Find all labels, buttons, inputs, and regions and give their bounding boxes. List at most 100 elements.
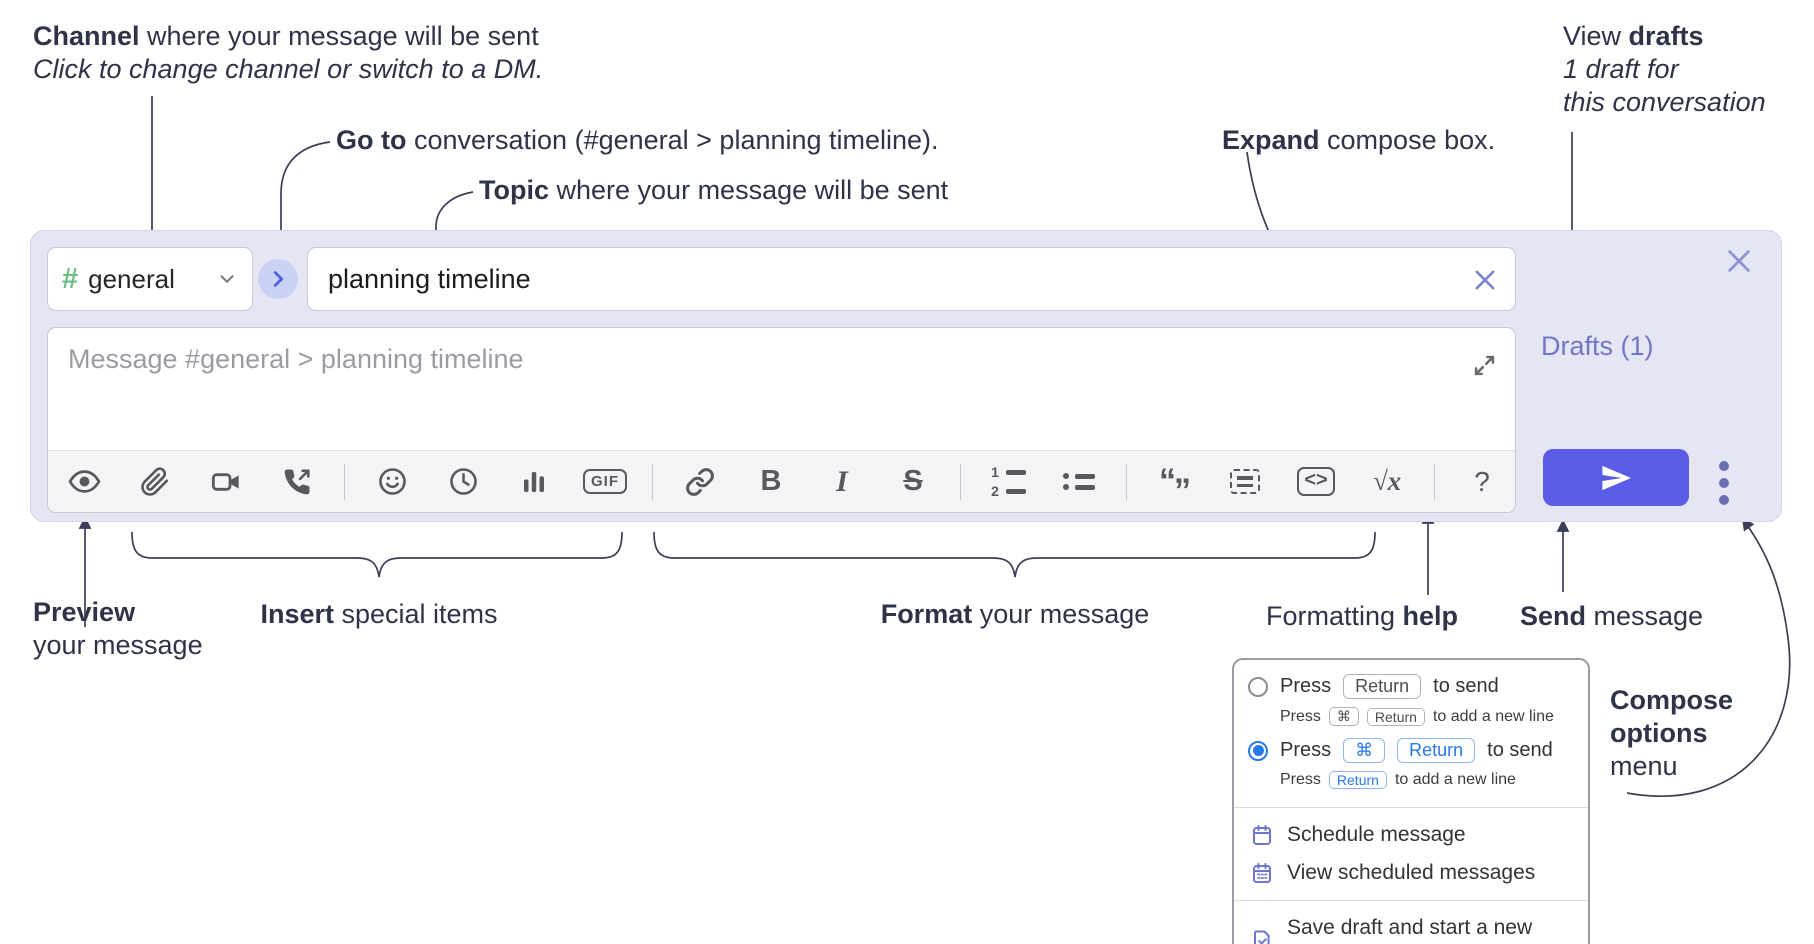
gif-icon: GIF [583,469,627,494]
video-camera-icon [210,466,242,498]
link-button[interactable] [676,459,724,505]
clock-icon [448,466,479,497]
emoji-button[interactable] [368,459,416,505]
attach-file-button[interactable] [131,459,179,505]
menu-divider [1234,807,1588,808]
toolbar-divider [960,463,961,500]
spoiler-icon [1230,469,1260,494]
phone-outgoing-icon [282,467,312,497]
toolbar-divider [652,463,653,500]
preview-annotation: Preview your message [33,597,203,660]
compose-options-menu: Press Return to send Press ⌘ Return to a… [1232,658,1590,944]
return-key: Return [1343,674,1422,699]
message-input[interactable] [48,328,1515,446]
format-annotation: Format your message [880,599,1150,629]
spoiler-button[interactable] [1221,459,1269,505]
return-key: Return [1328,771,1387,789]
kebab-dot [1719,478,1729,488]
menu-item-schedule-message[interactable]: Schedule message [1234,816,1588,854]
go-to-annotation: Go to conversation (#general > planning … [336,125,939,155]
channel-name: general [88,263,175,294]
bar-chart-icon [519,467,549,497]
send-option-cmd-return[interactable]: Press ⌘ Return to send [1234,736,1588,765]
quote-button[interactable]: “” [1150,459,1198,510]
chevron-right-icon [267,268,289,290]
video-call-button[interactable] [202,459,250,505]
numbered-list-button[interactable]: 1 2 [984,459,1032,505]
toolbar-divider [1434,463,1435,500]
kebab-dot [1719,495,1729,505]
poll-button[interactable] [510,459,558,505]
close-icon [1471,266,1499,294]
topic-clear-button[interactable] [1467,262,1503,298]
menu-item-view-scheduled-messages[interactable]: View scheduled messages [1234,854,1588,892]
menu-item-save-draft-new-message[interactable]: Save draft and start a new message [1234,909,1588,944]
formatting-help-button[interactable]: ? [1458,459,1506,505]
compose-options-annotation: Compose options menu [1610,685,1734,781]
send-option-cmd-return-subtext: Press Return to add a new line [1280,771,1516,789]
toolbar-divider [1126,463,1127,500]
math-icon: √x [1372,466,1402,496]
calendar-icon [1250,823,1274,847]
send-annotation: Send message [1520,601,1704,631]
draft-document-check-icon [1250,928,1274,944]
drafts-link[interactable]: Drafts (1) [1541,331,1654,361]
message-box: GIF B I S [47,327,1516,513]
return-key: Return [1397,738,1476,763]
channel-selector[interactable]: # general [47,247,253,311]
topic-input-wrap [307,247,1516,311]
go-to-conversation-button[interactable] [258,259,298,299]
send-plane-icon [1599,461,1633,495]
radio-unselected[interactable] [1248,676,1268,697]
compose-box: # general [30,230,1782,522]
math-button[interactable]: √x [1363,459,1411,505]
cmd-key: ⌘ [1343,738,1386,763]
paperclip-icon [140,466,170,497]
link-icon [685,467,715,497]
view-drafts-annotation: View drafts 1 draft for this conversatio… [1563,21,1766,117]
channel-annotation: Channel where your message will be sent … [33,21,544,84]
bulleted-list-icon [1063,473,1095,490]
eye-icon [67,465,101,498]
bulleted-list-button[interactable] [1055,459,1103,505]
compose-options-menu-button[interactable] [1713,455,1735,511]
insert-annotation: Insert special items [260,599,498,629]
code-button[interactable]: <> [1292,459,1340,505]
expand-compose-button[interactable] [1467,348,1501,382]
smiley-icon [377,466,408,497]
menu-divider [1234,900,1588,901]
topic-annotation: Topic where your message will be sent [479,175,949,205]
expand-icon [1471,352,1498,379]
kebab-dot [1719,461,1729,471]
radio-selected[interactable] [1248,740,1268,761]
toolbar-divider [344,463,345,500]
strikethrough-button[interactable]: S [889,459,937,505]
close-compose-button[interactable] [1721,243,1757,279]
italic-button[interactable]: I [818,459,866,505]
topic-input[interactable] [308,248,1515,310]
expand-annotation: Expand compose box. [1222,125,1496,155]
send-option-return-subtext: Press ⌘ Return to add a new line [1280,707,1554,726]
chevron-down-icon [216,268,238,290]
return-key: Return [1366,707,1425,726]
bold-button[interactable]: B [747,459,795,505]
calendar-grid-icon [1250,861,1274,885]
channel-hash-icon: # [62,262,79,295]
global-time-button[interactable] [439,459,487,505]
send-button[interactable] [1543,449,1689,506]
cmd-key: ⌘ [1328,707,1359,726]
italic-icon: I [836,464,848,498]
voice-call-button[interactable] [273,459,321,505]
code-icon: <> [1297,467,1335,496]
gif-button[interactable]: GIF [581,459,629,505]
bold-icon: B [760,465,782,497]
numbered-list-icon: 1 2 [991,465,1026,498]
compose-toolbar: GIF B I S [48,450,1515,512]
send-option-return[interactable]: Press Return to send [1234,672,1588,701]
preview-button[interactable] [60,459,108,505]
close-icon [1723,245,1755,277]
quote-icon: “” [1159,462,1191,510]
formatting-help-annotation: Formatting help [1266,601,1459,631]
question-mark-icon: ? [1474,465,1490,497]
